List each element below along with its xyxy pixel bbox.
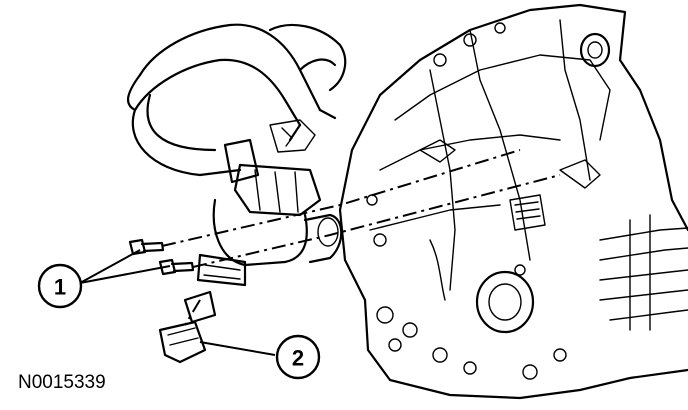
callout-2: 2: [199, 334, 321, 380]
callout-1: 1: [37, 249, 171, 309]
sensor-part: [158, 290, 217, 364]
figure-id: N0015339: [18, 372, 106, 393]
transaxle-case: [338, 3, 688, 400]
thermostat-housing: [196, 163, 343, 287]
coolant-hoses: [127, 23, 347, 184]
alignment-lines: [161, 149, 561, 326]
callout-2-label: 2: [292, 346, 304, 371]
bolt-lower: [158, 258, 195, 276]
callout-1-label: 1: [54, 275, 66, 300]
